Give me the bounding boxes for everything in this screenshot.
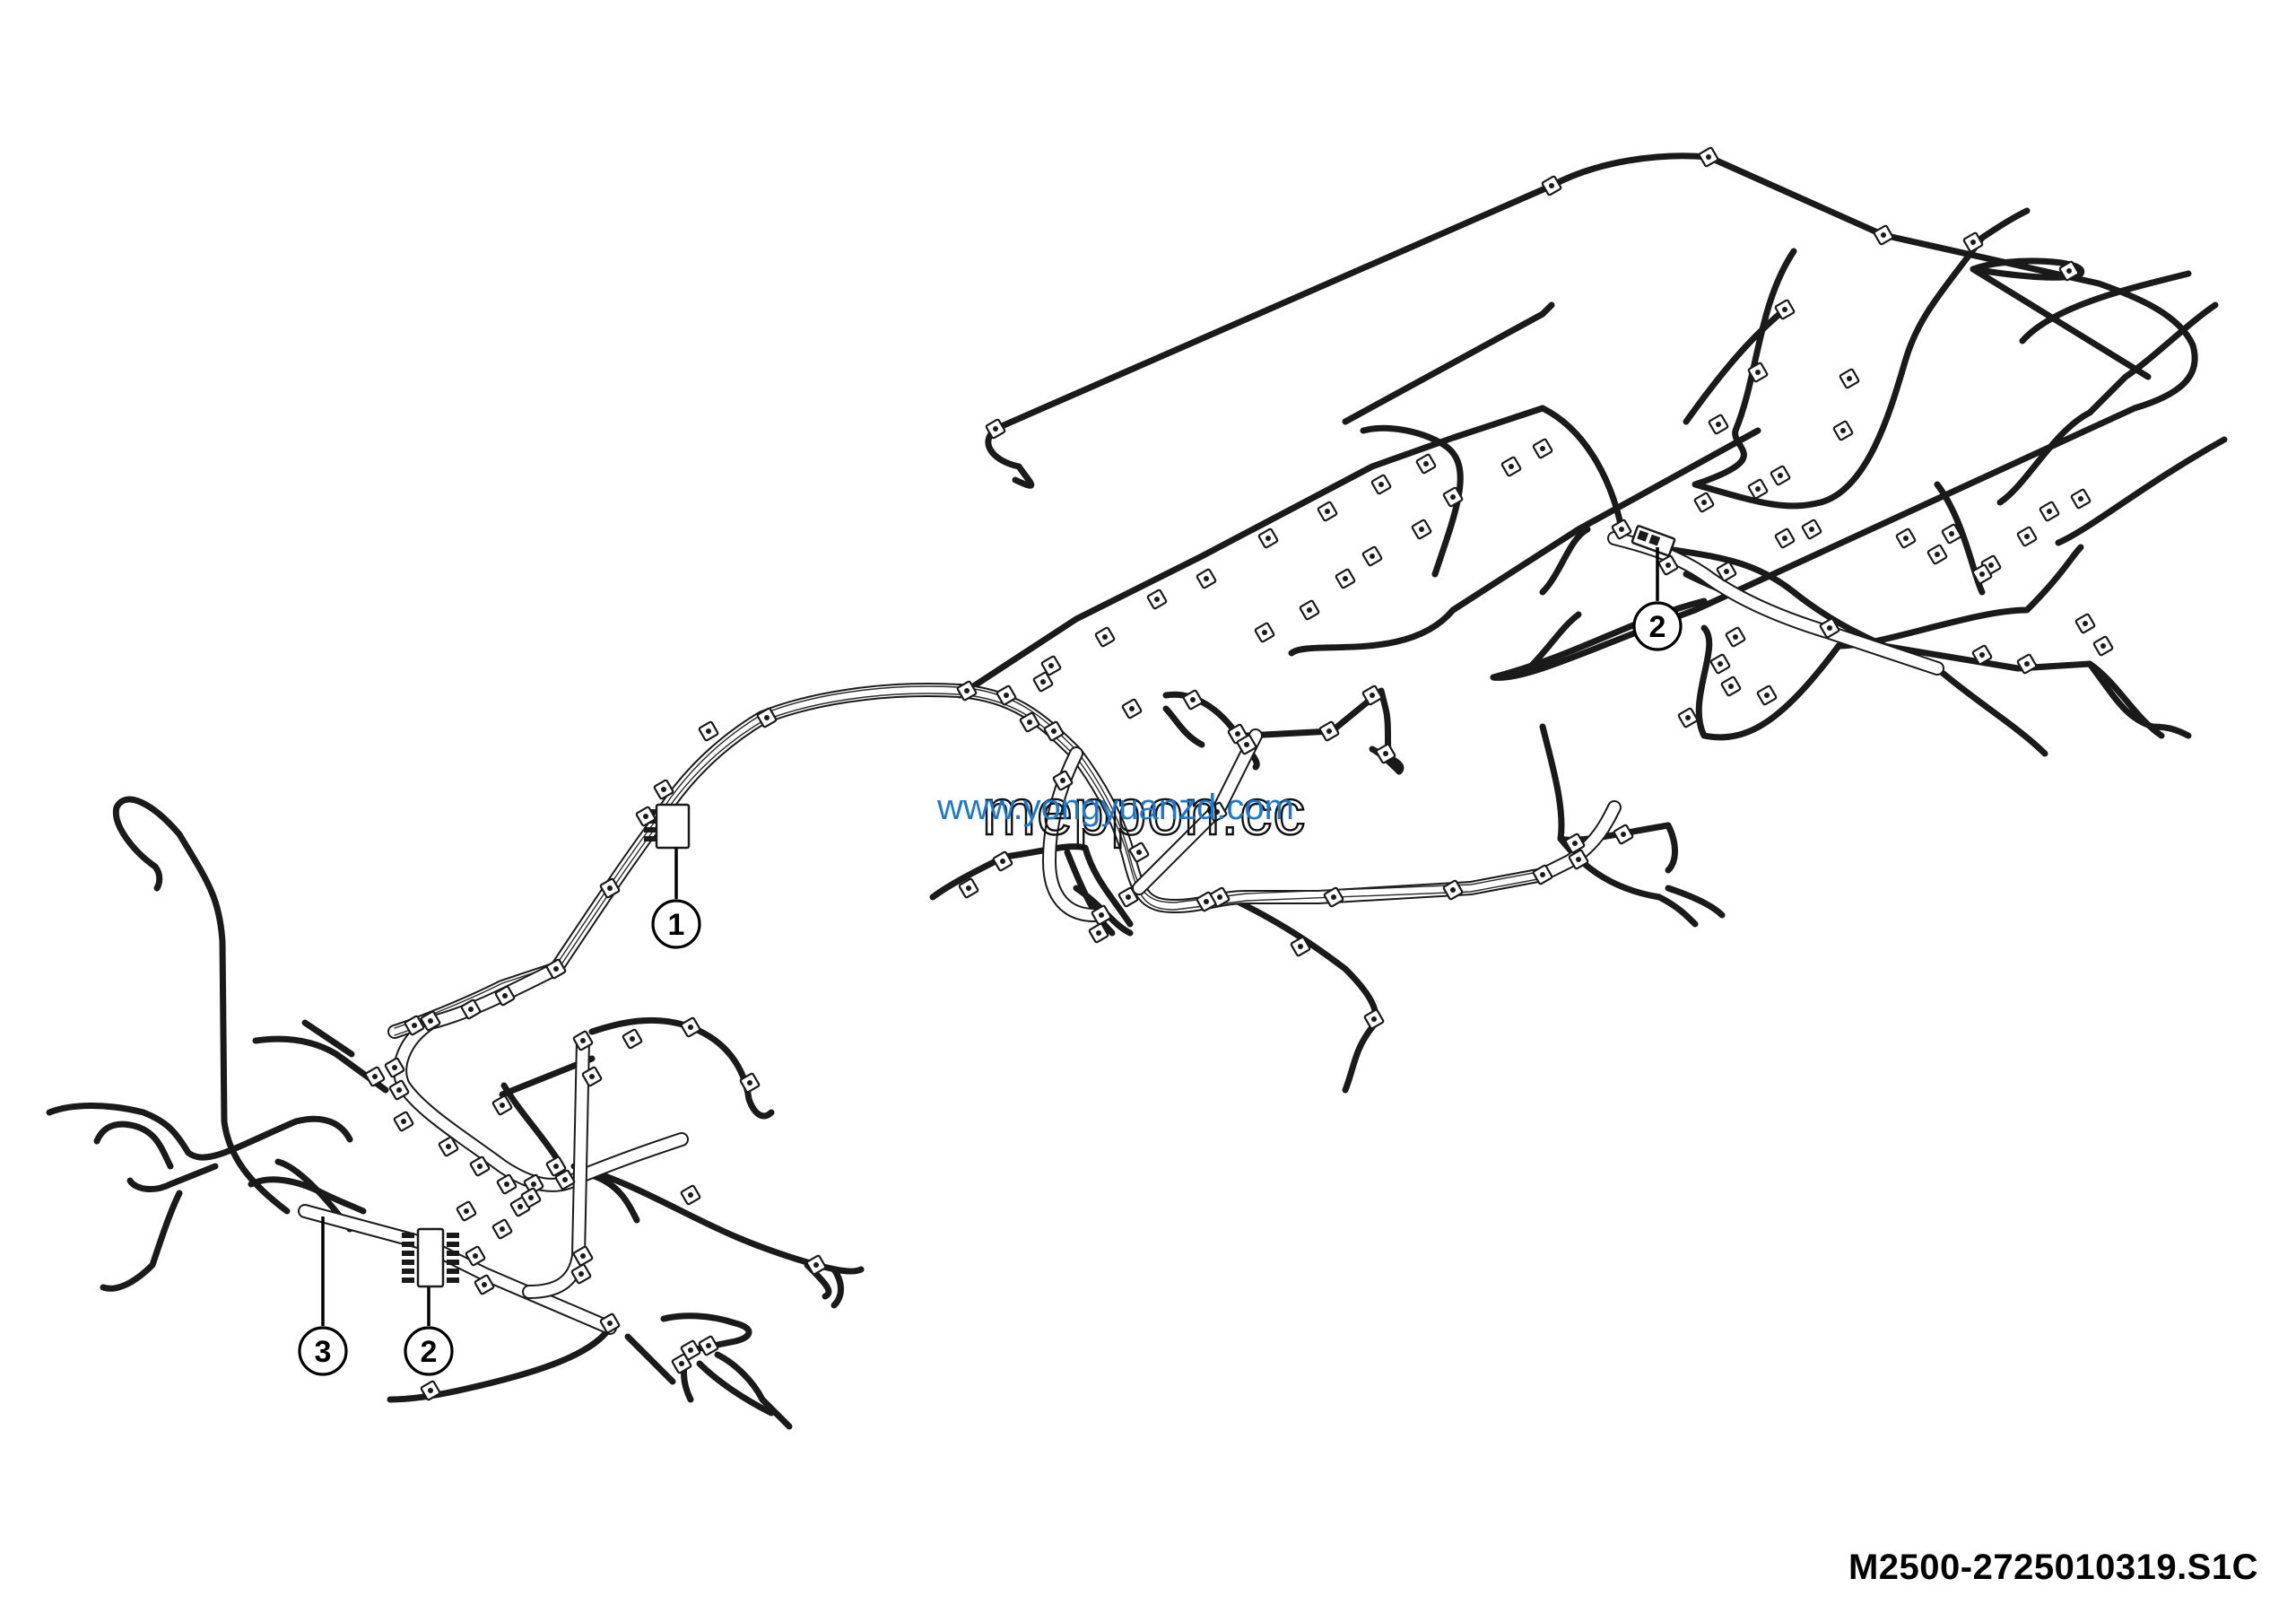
- callout-2-right: 2: [1632, 547, 1683, 651]
- watermark-outline: meppon.cc: [981, 777, 1307, 849]
- callout-3-label: 3: [315, 1335, 332, 1369]
- callout-2-left: 2: [404, 1287, 454, 1376]
- callout-1-label: 1: [668, 908, 685, 942]
- callout-1: 1: [651, 848, 701, 949]
- connector-blocks: [402, 525, 1676, 1288]
- callout-2-left-label: 2: [421, 1335, 438, 1369]
- callout-2-right-label: 2: [1649, 610, 1666, 644]
- main-trunk-bundles: [298, 531, 1944, 1335]
- connector-block-2-left: [402, 1227, 459, 1288]
- connector-block-2-right: [1631, 525, 1676, 557]
- callout-3: 3: [298, 1216, 348, 1376]
- watermark-url: www.yongyuanzd.com: [937, 788, 1294, 827]
- figure-id: M2500-2725010319.S1C: [1848, 1548, 2258, 1587]
- cable-paths: [46, 153, 2228, 1430]
